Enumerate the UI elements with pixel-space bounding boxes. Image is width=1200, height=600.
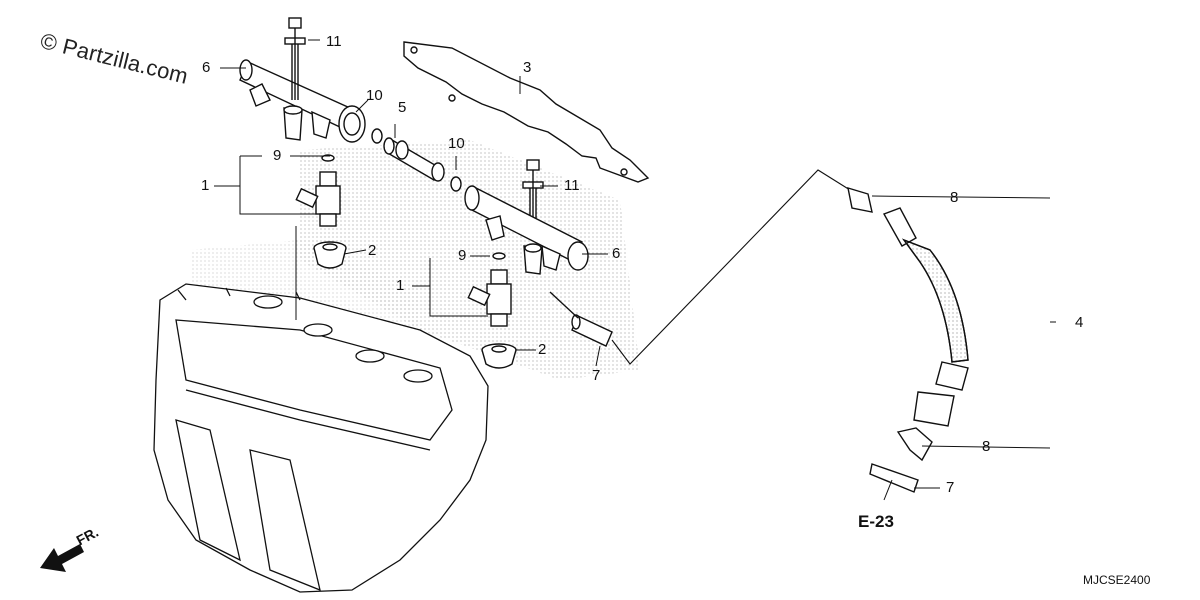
callout-1-right: 1 — [396, 277, 405, 294]
leader-lines — [214, 39, 1056, 501]
callout-8-top: 8 — [950, 189, 959, 206]
fuel-hose — [847, 186, 969, 427]
intake-manifold — [153, 283, 489, 593]
callout-7-bottom: 7 — [946, 479, 955, 496]
callout-10-top: 10 — [366, 87, 383, 104]
callout-4: 4 — [1075, 314, 1084, 331]
callout-2-left: 2 — [368, 242, 377, 259]
sensor-connector — [549, 291, 613, 347]
front-arrow-icon — [40, 544, 84, 572]
heat-guard-plate — [403, 41, 650, 183]
callout-11-right: 11 — [564, 177, 580, 194]
harness-wire — [611, 169, 851, 365]
callout-1-left: 1 — [201, 177, 210, 194]
callout-9-left: 9 — [273, 147, 282, 164]
joint-pipe — [371, 128, 462, 192]
callout-2-right: 2 — [538, 341, 547, 358]
callout-6-right: 6 — [612, 245, 621, 262]
callout-6-left: 6 — [202, 59, 211, 76]
callout-10-mid: 10 — [448, 135, 465, 152]
grommet-right — [481, 343, 517, 369]
fuel-rail-right — [464, 185, 589, 275]
clip-bracket-lower — [869, 427, 933, 493]
callout-8-bottom: 8 — [982, 438, 991, 455]
callout-11-left: 11 — [326, 33, 342, 50]
callout-5: 5 — [398, 99, 407, 116]
reference-label: E-23 — [858, 512, 894, 531]
callout-9-right: 9 — [458, 247, 467, 264]
callout-7-left: 7 — [592, 367, 601, 384]
callout-3: 3 — [523, 59, 532, 76]
injector-right — [467, 252, 512, 327]
diagram-code: MJCSE2400 — [1083, 573, 1151, 587]
fuel-rail-left — [239, 59, 366, 143]
grommet-left — [313, 241, 347, 269]
bolt-left — [284, 17, 306, 100]
